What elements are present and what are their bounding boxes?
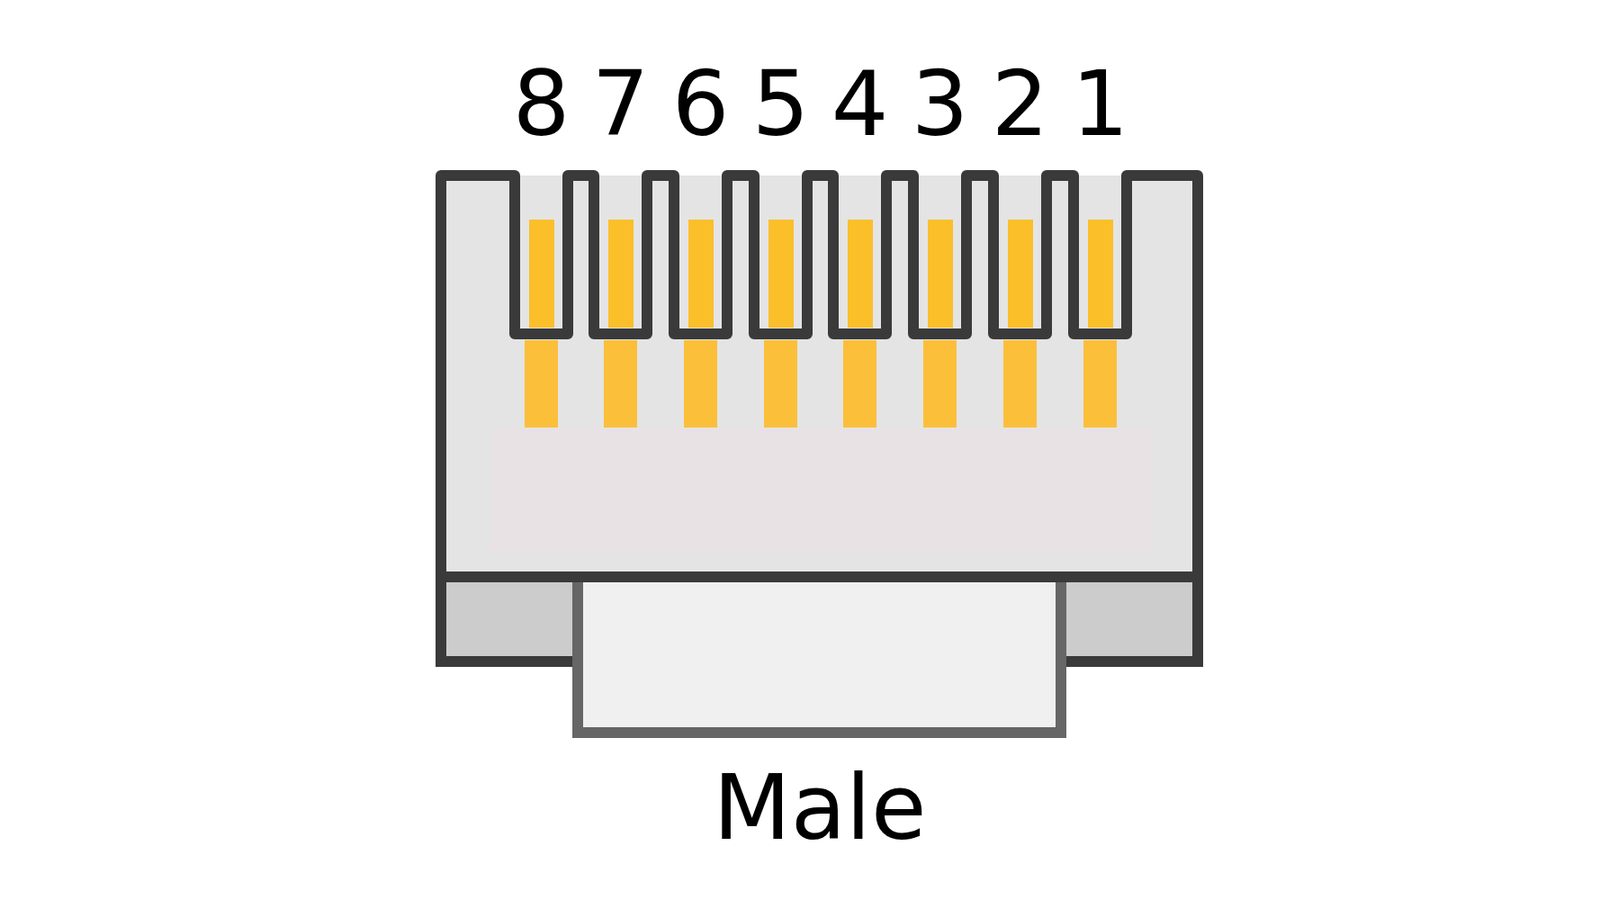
contact: [688, 219, 714, 328]
contact-strip: [524, 340, 558, 428]
contact: [927, 219, 953, 328]
contact: [1087, 219, 1114, 328]
contact-strip: [1083, 340, 1117, 428]
contact: [847, 219, 873, 328]
pin-number: 4: [831, 59, 890, 150]
contact-strip: [603, 340, 638, 428]
contact: [529, 219, 555, 328]
latch-tab: [577, 576, 1061, 733]
contact-strip: [683, 340, 718, 428]
contact: [768, 219, 794, 328]
pin-number: 8: [512, 59, 571, 150]
housing-body: [440, 175, 1198, 577]
pin-number: 7: [592, 59, 650, 150]
contact: [1007, 219, 1034, 328]
contact: [608, 219, 634, 328]
pin-number: 5: [752, 59, 810, 150]
contact-strip: [923, 340, 957, 428]
housing-band: [490, 428, 1153, 551]
contact-strip: [764, 340, 798, 428]
pin-number: 6: [672, 59, 730, 150]
housing-outline: [440, 175, 1198, 577]
contact-strip: [843, 340, 877, 428]
pin-number: 2: [991, 59, 1050, 150]
upper-contacts: [529, 219, 1114, 328]
gender-label: Male: [713, 763, 927, 854]
pin-number: 3: [911, 59, 970, 150]
pin-number: 1: [1071, 59, 1130, 150]
lower-contacts: [524, 340, 1117, 428]
contact-strip: [1003, 340, 1037, 428]
